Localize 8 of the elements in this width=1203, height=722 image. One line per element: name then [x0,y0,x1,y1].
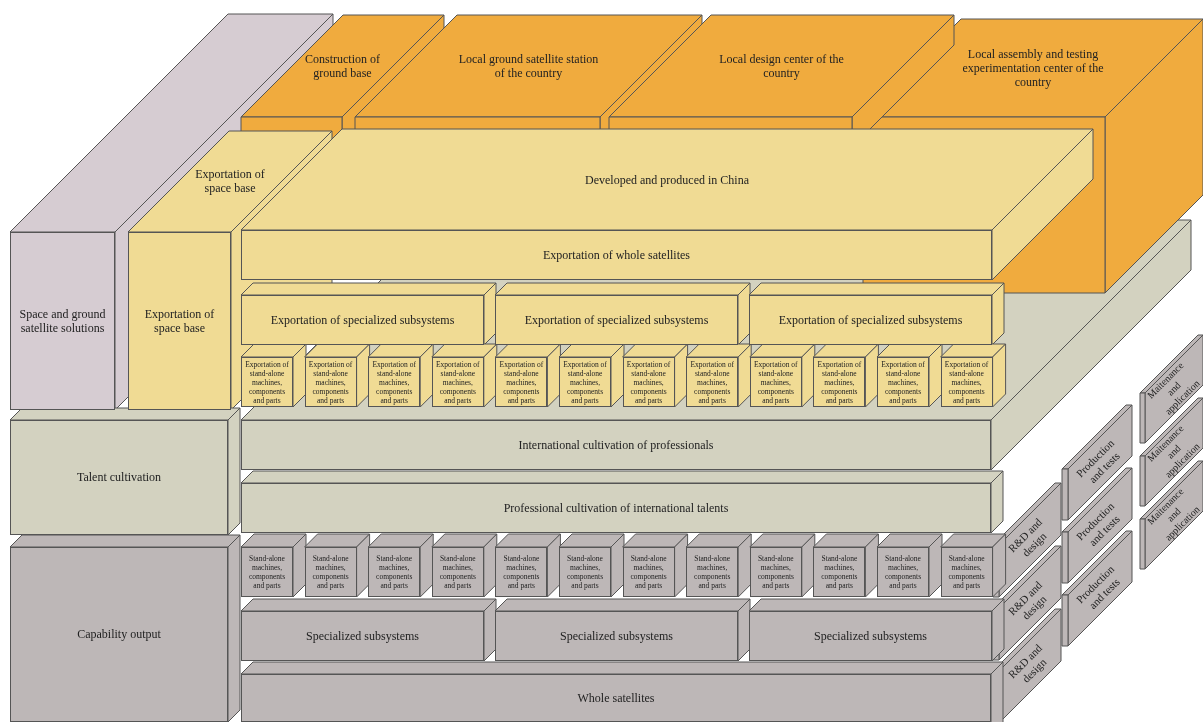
face-label: Developed and produced in China [517,172,817,187]
face-label: Exportation of space base [185,167,275,196]
layer-block: Space and ground satellite solutions [10,232,115,410]
layer-block: Exportation of space base [128,232,231,410]
face-label: Local ground satellite station of the country [453,51,604,81]
face-label: Local assembly and testing experimentation center of the country [958,46,1108,90]
face-label: Construction of ground base [302,51,383,81]
face-label: Local design center of the country [706,51,857,81]
